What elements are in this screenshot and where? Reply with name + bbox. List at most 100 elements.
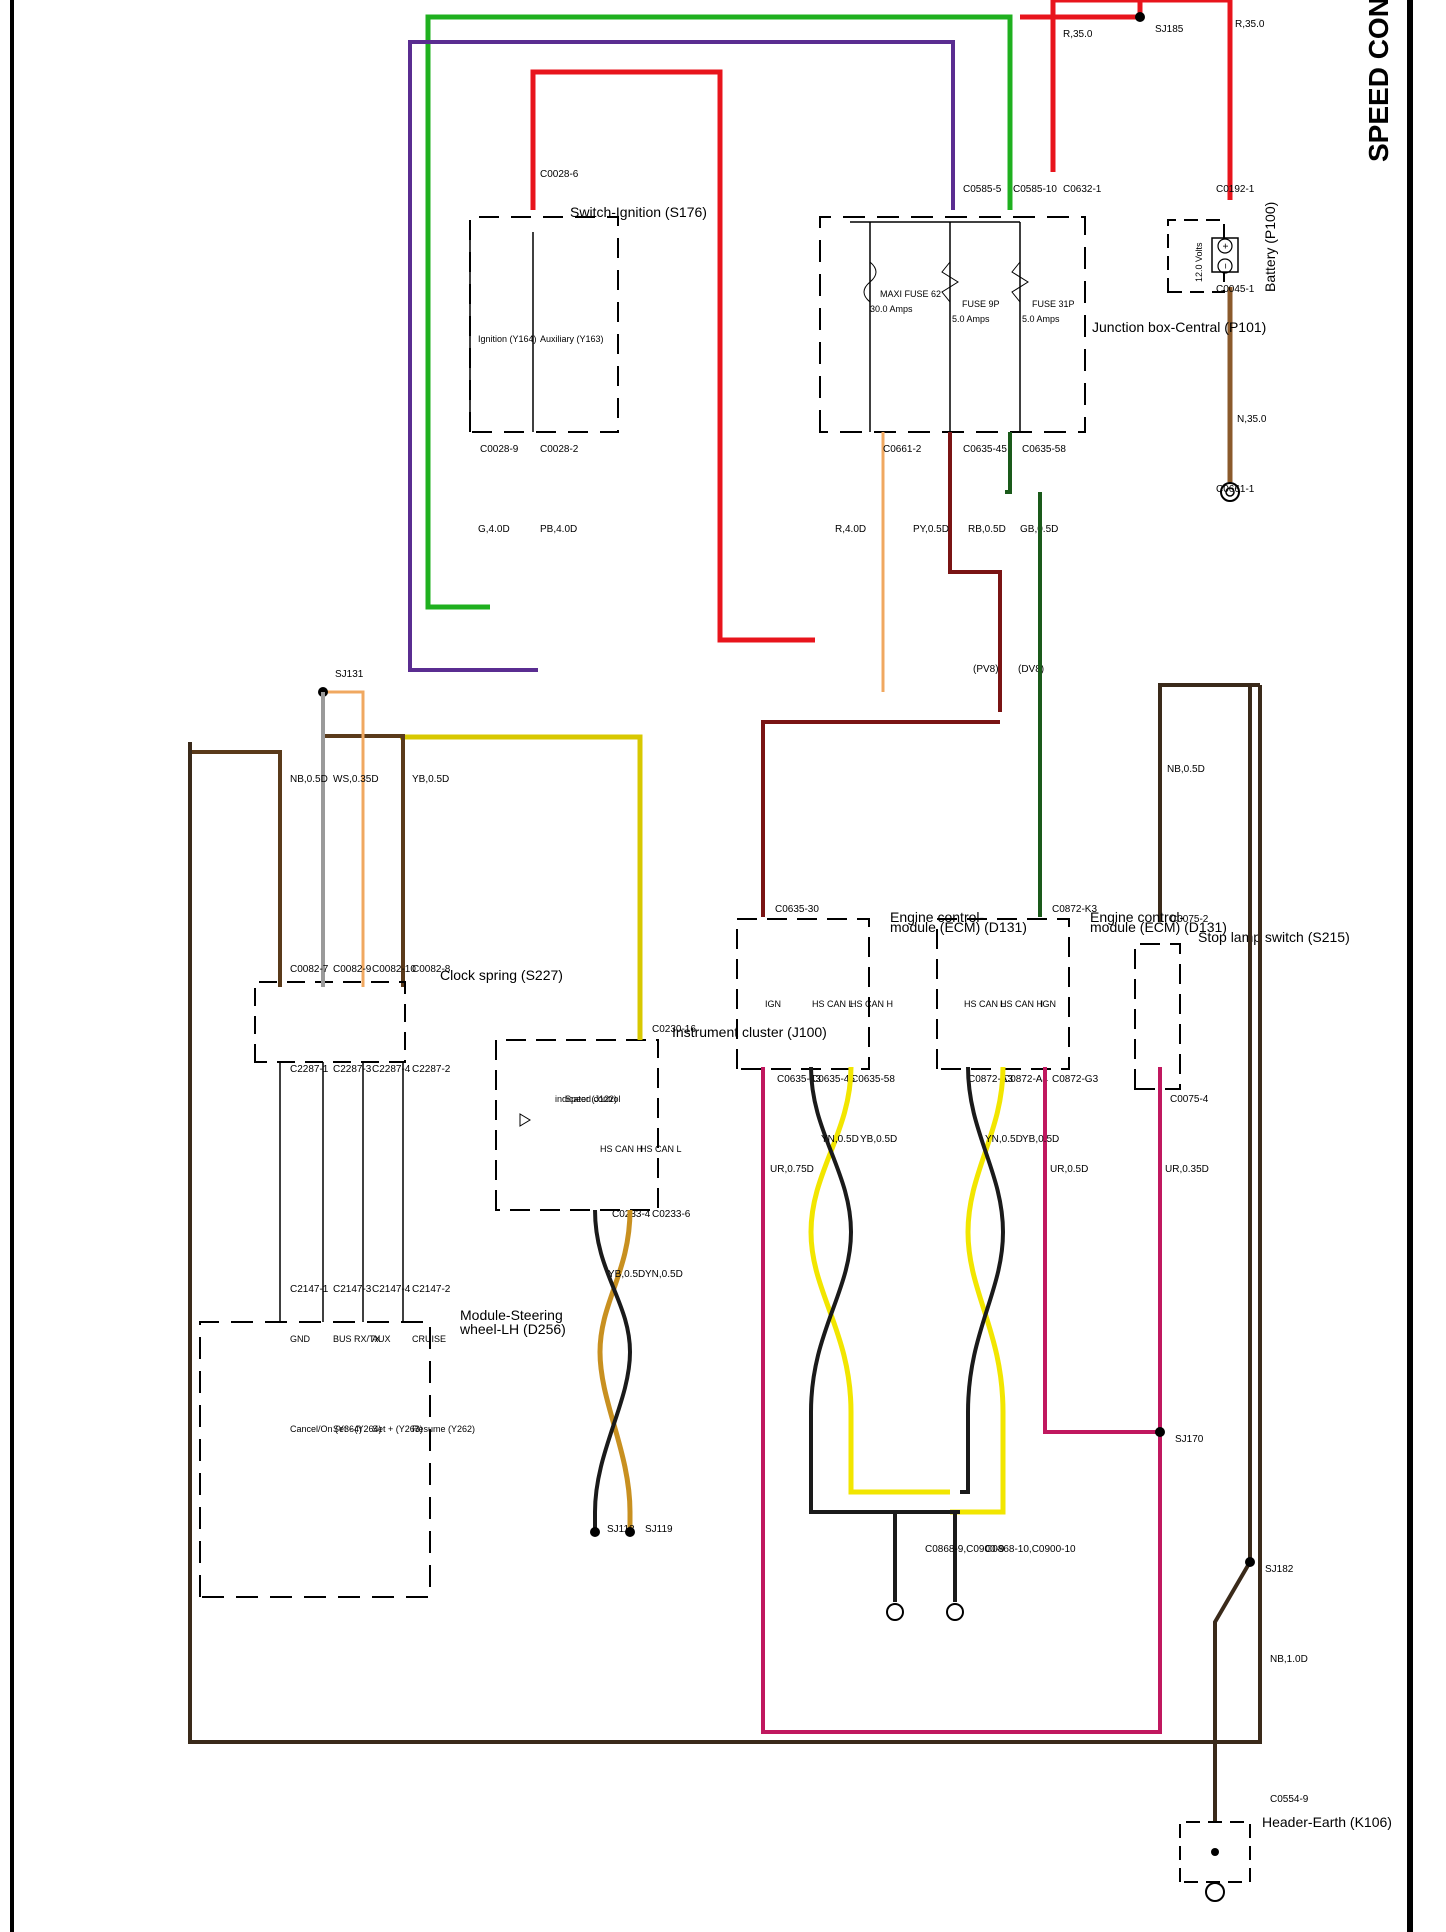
- ignition-switch: Switch-Ignition (S176) Auxiliary (Y163) …: [469, 204, 707, 433]
- wire-label-nb05: NB,0.5D: [1167, 764, 1205, 775]
- wire-label-r4: R,4.0D: [835, 524, 866, 535]
- wire-label-nb10: NB,1.0D: [1270, 1654, 1308, 1665]
- cluster-indicator1: Speed control: [565, 1094, 621, 1104]
- conn-c0082-9: C0082-9: [333, 964, 372, 975]
- wire-label-ws035: WS,0.35D: [333, 774, 379, 785]
- group-dv8: (DV8): [1018, 664, 1044, 675]
- conn-c2147-3: C2147-3: [333, 1284, 372, 1295]
- wire-label-rb05: RB,0.5D: [968, 524, 1006, 535]
- fuse-62-rating: 30.0 Amps: [870, 304, 913, 314]
- conn-c0585-5: C0585-5: [963, 184, 1002, 195]
- conn-c0192-1: C0192-1: [1216, 184, 1255, 195]
- wire-pb4: [408, 40, 955, 672]
- switch-set-minus: Set - (Y264): [333, 1424, 382, 1434]
- wire-ur05: [1043, 1067, 1160, 1434]
- switch-set-plus: Set + (Y263): [372, 1424, 423, 1434]
- conn-c0872-a4: C0872-A4: [1003, 1074, 1048, 1085]
- can-pairs-ecm: [808, 1066, 1006, 1621]
- wire-nb-ground-loop: [188, 685, 1262, 1744]
- splice-sj170: [1155, 1427, 1165, 1437]
- ignition-switch-label: Switch-Ignition (S176): [570, 204, 707, 220]
- conn-c2147-4: C2147-4: [372, 1284, 411, 1295]
- page-title: SPEED CONTROL: [1363, 0, 1394, 162]
- cluster-indicator2: indicator (J122): [555, 1094, 617, 1104]
- ignition-ign: Ignition (Y164): [478, 334, 537, 344]
- stop-lamp-label: Stop lamp switch (S215): [1198, 929, 1350, 945]
- wire-ur075: [761, 1067, 1162, 1734]
- conn-c0082-7: C0082-7: [290, 964, 329, 975]
- ecm-lower-hscanh: HS CAN H: [850, 999, 893, 1009]
- conn-c0585-10: C0585-10: [1013, 184, 1057, 195]
- steering-bus: BUS RX/TX: [333, 1334, 381, 1344]
- conn-c0554-9: C0554-9: [1270, 1794, 1309, 1805]
- wire-label-yn05-a: YN,0.5D: [985, 1134, 1023, 1145]
- stop-lamp-switch: Stop lamp switch (S215): [1134, 929, 1350, 1090]
- conn-c0635-30: C0635-30: [775, 904, 819, 915]
- ecm-upper: Engine control- module (ECM) (D131) IGN …: [936, 909, 1227, 1070]
- conn-c0075-4: C0075-4: [1170, 1094, 1209, 1105]
- conn-c0872-g3: C0872-G3: [1052, 1074, 1099, 1085]
- steering-gnd: GND: [290, 1334, 311, 1344]
- wire-label-ur035: UR,0.35D: [1165, 1164, 1209, 1175]
- wire-rb05: [948, 432, 1002, 712]
- fuse-31p: FUSE 31P: [1032, 299, 1075, 309]
- fuse-31p-rating: 5.0 Amps: [1022, 314, 1060, 324]
- wire-nb05-clock: [190, 750, 282, 987]
- steering-aux: AUX: [372, 1334, 391, 1344]
- steering-module: Module-Steering wheel-LH (D256) CRUISE A…: [199, 1307, 566, 1598]
- wire-label-n35: N,35.0: [1237, 414, 1267, 425]
- fuse-9p-rating: 5.0 Amps: [952, 314, 990, 324]
- ecm-lower-hscanl: HS CAN L: [812, 999, 854, 1009]
- splice-sj182-label: SJ182: [1265, 1564, 1294, 1575]
- conn-c0230-16: C0230-16: [652, 1024, 696, 1035]
- wire-yb05-top: [323, 734, 405, 987]
- cluster-label: Instrument cluster (J100): [672, 1024, 827, 1040]
- ecm-upper-hscanl: HS CAN L: [964, 999, 1006, 1009]
- svg-text:−: −: [1221, 263, 1232, 269]
- switch-resume: Resume (Y262): [412, 1424, 475, 1434]
- conn-c0661-2: C0661-2: [883, 444, 922, 455]
- wire-g4: [425, 14, 1013, 610]
- conn-c0661-1: C0661-1: [1216, 484, 1255, 495]
- conn-c2287-4: C2287-4: [372, 1064, 411, 1075]
- conn-c2287-3: C2287-3: [333, 1064, 372, 1075]
- wire-gb05: [1005, 432, 1012, 494]
- wire-r4: [530, 69, 815, 643]
- conn-c2287-2: C2287-2: [412, 1064, 451, 1075]
- clock-spring-label: Clock spring (S227): [440, 967, 563, 983]
- switch-cancel: Cancel/On (Y364): [290, 1424, 362, 1434]
- header-earth: Header-Earth (K106): [1179, 1814, 1392, 1902]
- steering-cruise: CRUISE: [412, 1334, 446, 1344]
- wire-label-yn05-c: YN,0.5D: [645, 1269, 683, 1280]
- ignition-aux: Auxiliary (Y163): [540, 334, 604, 344]
- earth-c0661-1: [1220, 482, 1240, 502]
- wire-rb05-ecm: [761, 720, 1000, 917]
- conn-c0872-a3: C0872-A3: [968, 1074, 1013, 1085]
- ecm-lower-name2: module (ECM) (D131): [890, 919, 1027, 935]
- clock-spring: Clock spring (S227): [254, 967, 563, 1063]
- header-earth-label: Header-Earth (K106): [1262, 1814, 1392, 1830]
- conn-c0233-6: C0233-6: [652, 1209, 691, 1220]
- splice-sj182: [1245, 1557, 1255, 1567]
- conn-c0587-25: C0635-45: [963, 444, 1007, 455]
- splice-sj118: SJ118: [607, 1524, 635, 1535]
- junction-box: Junction box-Central (P101) FUSE 31P 5.0…: [819, 216, 1266, 433]
- battery: + − Battery (P100) 12.0 Volts: [1167, 202, 1278, 293]
- ecm-lower: Engine control- module (ECM) (D131) IGN …: [736, 909, 1027, 1070]
- wire-nb10: [1213, 683, 1260, 1822]
- wire-r35-battery: [1020, 0, 1233, 200]
- conn-c0632-1: C0632-1: [1063, 184, 1102, 195]
- conn-c2147-2: C2147-2: [412, 1284, 451, 1295]
- fuse-62: MAXI FUSE 62: [880, 289, 941, 299]
- fuse-9p: FUSE 9P: [962, 299, 1000, 309]
- conn-c0868-10: C0868-10,C0900-10: [985, 1544, 1076, 1555]
- conn-c0028-6: C0028-6: [540, 169, 579, 180]
- battery-voltage: 12.0 Volts: [1194, 242, 1204, 282]
- conn-c0045-1: C0045-1: [1216, 284, 1255, 295]
- wire-nb05-stop: [1158, 683, 1260, 922]
- can-pair-cluster: [590, 1209, 635, 1537]
- svg-text:+: +: [1221, 243, 1232, 249]
